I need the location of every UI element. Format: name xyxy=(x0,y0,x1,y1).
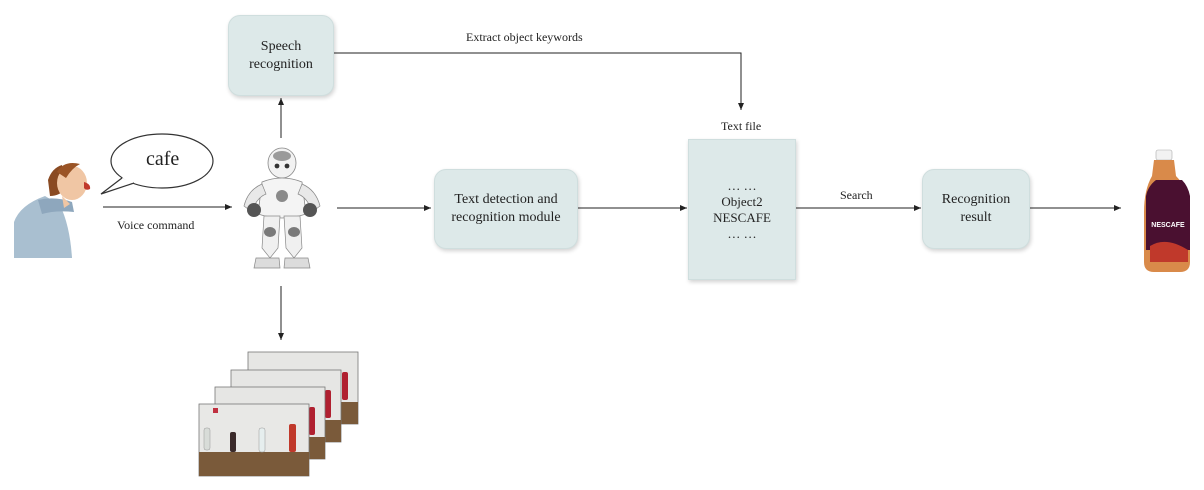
voice-command-label: Voice command xyxy=(117,218,195,232)
woman-speaking-icon xyxy=(14,163,91,258)
speech-bubble xyxy=(100,133,214,195)
text-detection-module-node: Text detection and recognition module xyxy=(434,169,578,249)
photo-frame xyxy=(198,403,310,477)
text-file-title: Text file xyxy=(721,119,762,133)
text-file-line-4: … … xyxy=(727,225,757,241)
text-file-line-2: Object2 xyxy=(721,193,763,209)
nescafe-bottle-icon xyxy=(1144,149,1190,272)
text-file-document: … … Object2 NESCAFE … … xyxy=(688,139,796,280)
speech-recognition-label: Speech recognition xyxy=(249,38,313,72)
captured-images-stack xyxy=(198,351,359,477)
text-file-line-3: NESCAFE xyxy=(713,209,771,225)
extract-keywords-label: Extract object keywords xyxy=(466,30,583,44)
recognition-result-node: Recognition result xyxy=(922,169,1030,249)
speech-bubble-text: cafe xyxy=(146,148,180,170)
arrow-speech-to-textfile xyxy=(333,52,744,110)
speech-recognition-node: Speech recognition xyxy=(228,15,334,96)
text-detection-module-label: Text detection and recognition module xyxy=(451,192,561,225)
search-label: Search xyxy=(840,188,873,202)
recognition-result-label: Recognition result xyxy=(941,192,1011,225)
robot-icon xyxy=(243,147,321,269)
bottle-brand-text: NESCAFE xyxy=(1151,222,1185,229)
text-file-line-1: … … xyxy=(727,177,757,193)
